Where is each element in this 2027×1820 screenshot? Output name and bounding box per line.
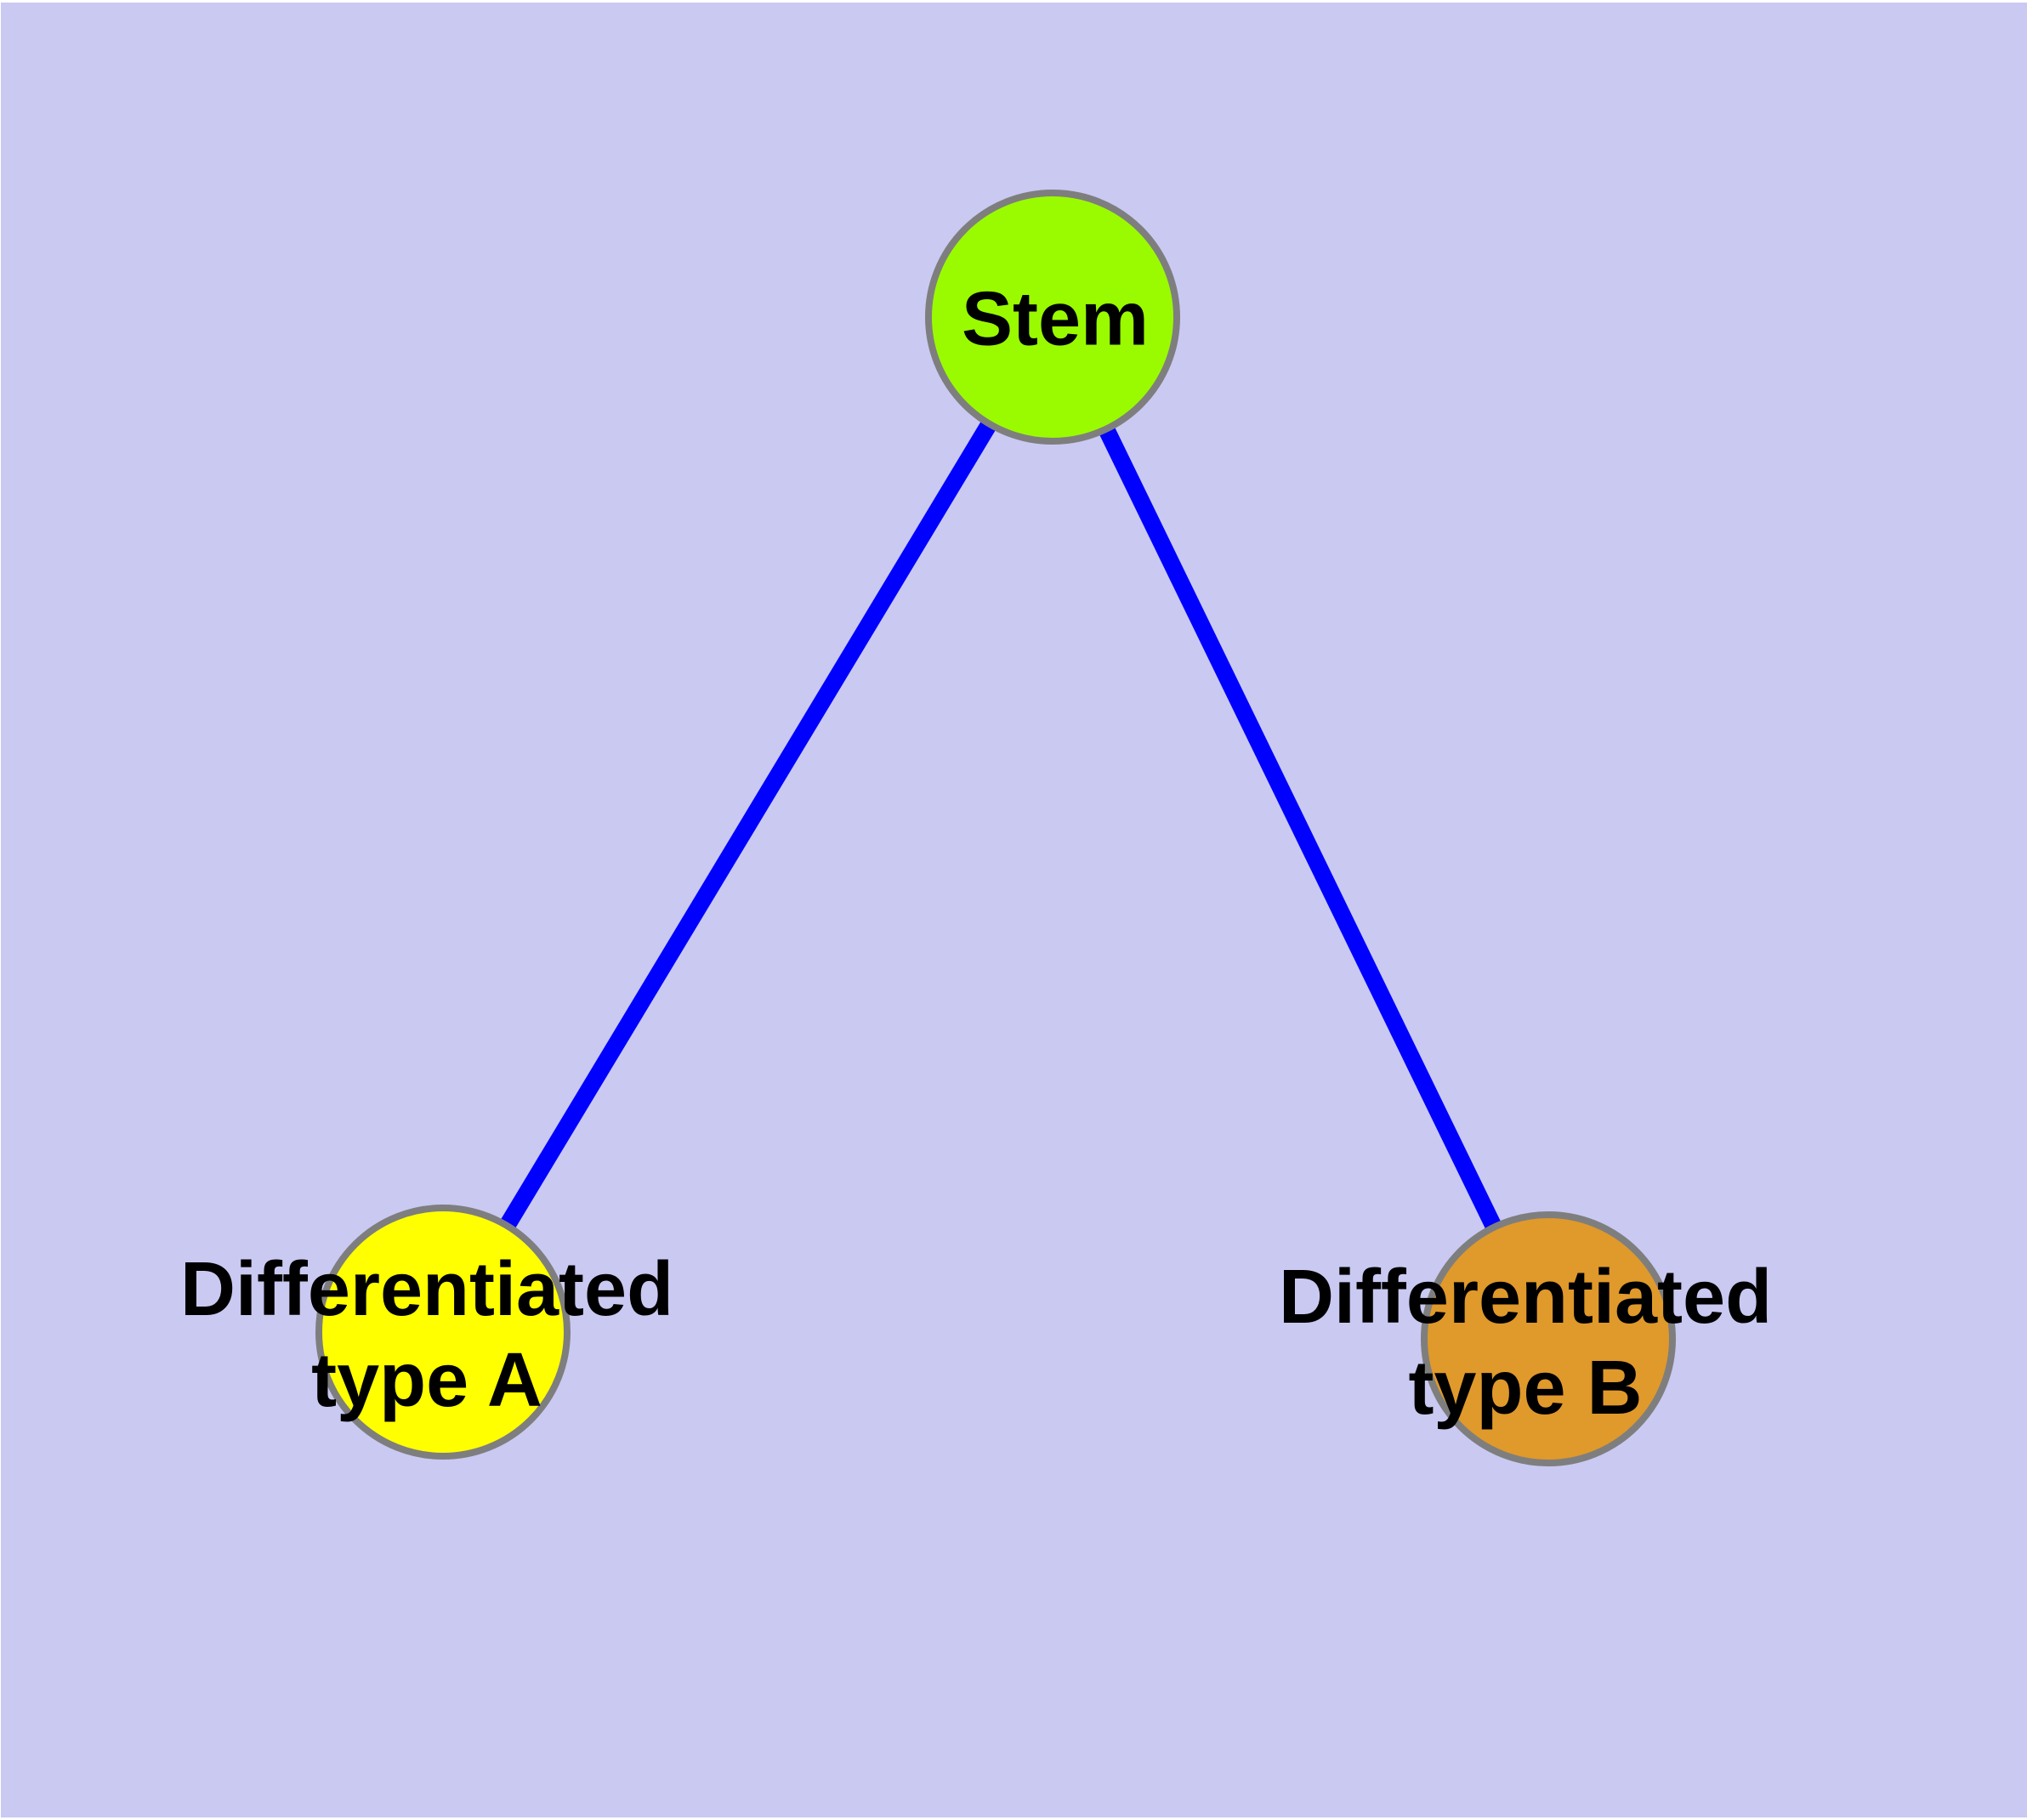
edge-layer bbox=[435, 314, 1556, 1343]
edge-stem-to-type-a bbox=[435, 314, 1060, 1337]
node-differentiated-type-b bbox=[1421, 1211, 1676, 1466]
node-label-type-b-line1: Differentiated bbox=[1278, 1255, 1773, 1340]
node-label-differentiated-type-a: Differentiated type A bbox=[180, 1245, 673, 1426]
node-label-type-a-line1: Differentiated bbox=[179, 1247, 674, 1332]
node-label-stem: Stem bbox=[962, 275, 1149, 366]
node-label-type-b-line2: type B bbox=[1408, 1346, 1643, 1431]
node-label-differentiated-type-b: Differentiated type B bbox=[1279, 1252, 1772, 1434]
node-label-type-a-line2: type A bbox=[311, 1338, 542, 1423]
node-stem bbox=[925, 190, 1180, 445]
node-label-stem-line1: Stem bbox=[961, 276, 1150, 362]
edge-stem-to-type-b bbox=[1045, 315, 1556, 1343]
node-differentiated-type-a bbox=[315, 1205, 571, 1460]
